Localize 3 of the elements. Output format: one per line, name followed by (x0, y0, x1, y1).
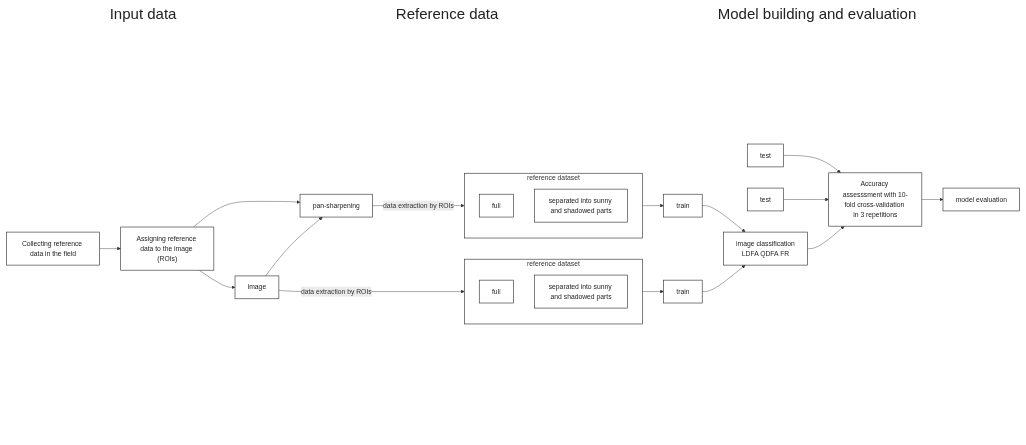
column-heading: Reference data (395, 4, 499, 22)
column-heading: Input data (109, 4, 177, 22)
column-heading: Model building and evaluation (717, 4, 917, 22)
